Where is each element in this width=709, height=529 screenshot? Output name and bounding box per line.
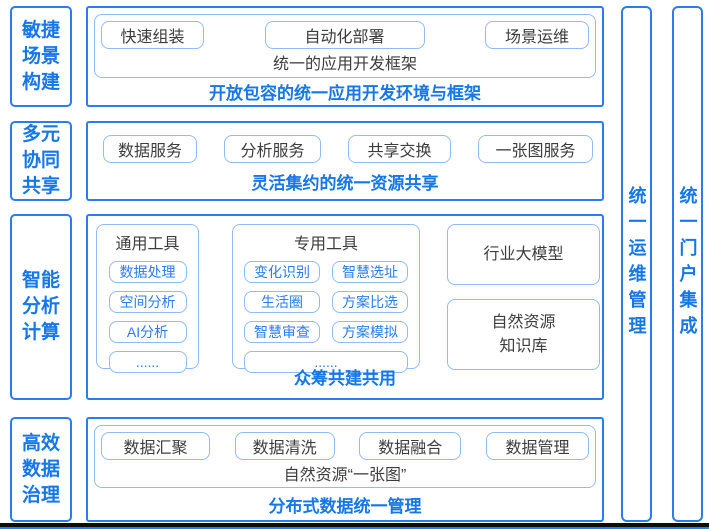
- side-label-multi-collaboration: 多元 协同 共享: [10, 121, 72, 201]
- unified-portal-label: 统一门户集成: [677, 186, 698, 342]
- pill-general-more: ......: [108, 351, 187, 373]
- special-tools-grid: 变化识别 智慧选址 生活圈 方案比选 智慧审查 方案模拟 ......: [244, 261, 408, 373]
- pill-onemap-service: 一张图服务: [478, 135, 593, 163]
- app-dev-framework-container: 快速组装 自动化部署 场景运维 统一的应用开发框架: [94, 14, 596, 78]
- pill-data-cleaning: 数据清洗: [234, 432, 335, 460]
- pill-data-aggregation: 数据汇聚: [101, 432, 210, 460]
- row3-caption: 众筹共建共用: [294, 369, 396, 388]
- row3-caption-area: 众筹共建共用: [88, 364, 602, 389]
- general-tools-title: 通用工具: [115, 236, 180, 253]
- special-tools-title: 专用工具: [293, 236, 358, 253]
- onemap-container: 数据汇聚 数据清洗 数据融合 数据管理 自然资源“一张图”: [94, 425, 596, 488]
- knowledge-base-label: 自然资源 知识库: [491, 313, 556, 355]
- industry-model-label: 行业大模型: [483, 245, 564, 263]
- pill-automated-deployment: 自动化部署: [264, 21, 425, 49]
- bottom-blue-edge: [0, 527, 709, 529]
- pill-plan-comparison: 方案比选: [332, 291, 408, 313]
- pill-change-detection: 变化识别: [244, 261, 320, 283]
- row1-caption: 开放包容的统一应用开发环境与框架: [209, 84, 481, 103]
- pill-smart-review: 智慧审查: [244, 321, 320, 343]
- row2-caption: 灵活集约的统一资源共享: [251, 173, 439, 193]
- column-unified-portal-integration: 统一门户集成: [672, 6, 703, 522]
- row-app-development: 快速组装 自动化部署 场景运维 统一的应用开发框架 开放包容的统一应用开发环境与…: [86, 6, 604, 107]
- data-pill-row: 数据汇聚 数据清洗 数据融合 数据管理: [95, 426, 595, 460]
- row-analysis-tools: 通用工具 数据处理 空间分析 AI分析 ...... 专用工具 变化识别 智慧选…: [86, 214, 604, 400]
- pill-data-processing: 数据处理: [108, 261, 187, 283]
- pill-scene-ops: 场景运维: [485, 21, 589, 49]
- pill-data-fusion: 数据融合: [359, 432, 462, 460]
- row1-caption-area: 开放包容的统一应用开发环境与框架: [88, 78, 602, 105]
- pill-smart-siting: 智慧选址: [332, 261, 408, 283]
- column-unified-ops-management: 统一运维管理: [621, 6, 652, 522]
- side-label-data-governance: 高效 数据 治理: [10, 417, 72, 522]
- side-label-intelligent-analysis: 智能 分析 计算: [10, 214, 72, 400]
- bottom-black-edge: [0, 523, 709, 527]
- side-label-agile-scene-build: 敏捷 场景 构建: [10, 6, 72, 107]
- onemap-title: 自然资源“一张图”: [283, 466, 407, 484]
- pill-special-more: ......: [244, 351, 408, 373]
- general-tools-box: 通用工具 数据处理 空间分析 AI分析 ......: [96, 224, 199, 373]
- pill-plan-simulation: 方案模拟: [332, 321, 408, 343]
- pill-ai-analysis: AI分析: [108, 321, 187, 343]
- row4-caption-area: 分布式数据统一管理: [88, 488, 602, 520]
- pill-data-service: 数据服务: [103, 135, 197, 163]
- general-tools-list: 数据处理 空间分析 AI分析 ......: [108, 261, 187, 373]
- services-pill-row: 数据服务 分析服务 共享交换 一张图服务: [88, 123, 602, 163]
- app-dev-framework-title: 统一的应用开发框架: [272, 56, 417, 73]
- pill-living-circle: 生活圈: [244, 291, 320, 313]
- row-shared-services: 数据服务 分析服务 共享交换 一张图服务 灵活集约的统一资源共享: [86, 121, 604, 201]
- app-dev-pill-row: 快速组装 自动化部署 场景运维: [95, 15, 595, 49]
- knowledge-base-box: 自然资源 知识库: [447, 299, 600, 370]
- pill-spatial-analysis: 空间分析: [108, 291, 187, 313]
- row2-caption-area: 灵活集约的统一资源共享: [88, 163, 602, 199]
- special-tools-box: 专用工具 变化识别 智慧选址 生活圈 方案比选 智慧审查 方案模拟 ......: [232, 224, 420, 373]
- pill-rapid-assembly: 快速组装: [101, 21, 204, 49]
- row-data-governance: 数据汇聚 数据清洗 数据融合 数据管理 自然资源“一张图” 分布式数据统一管理: [86, 417, 604, 522]
- row4-caption: 分布式数据统一管理: [268, 496, 422, 516]
- unified-ops-label: 统一运维管理: [626, 186, 647, 342]
- pill-share-exchange: 共享交换: [348, 135, 451, 163]
- pill-analysis-service: 分析服务: [224, 135, 321, 163]
- industry-model-box: 行业大模型: [447, 224, 600, 285]
- pill-data-management: 数据管理: [485, 432, 589, 460]
